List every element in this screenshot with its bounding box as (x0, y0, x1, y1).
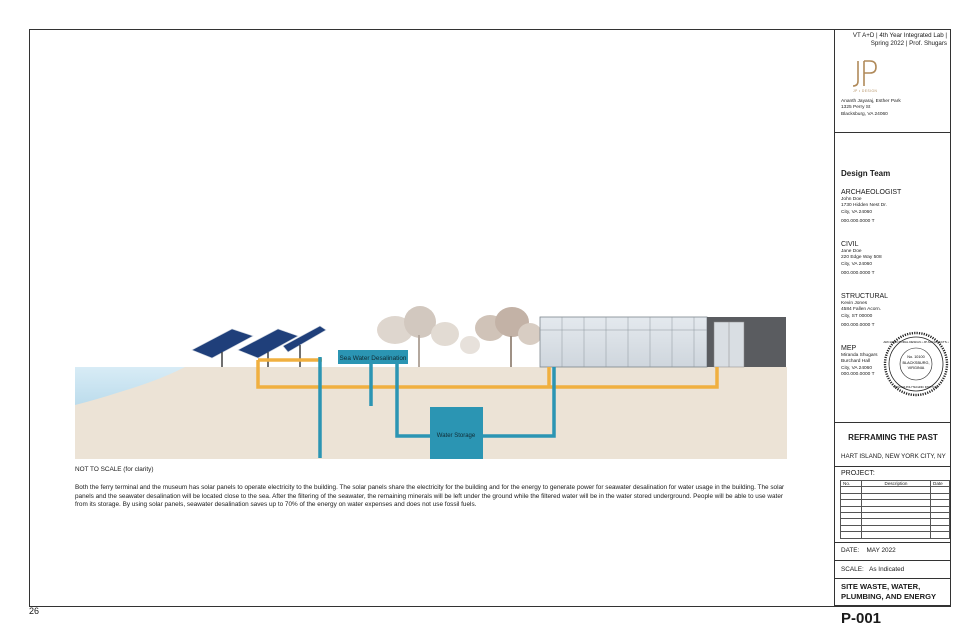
project-box (835, 423, 951, 467)
team-member-mep: MEP Miranda Shugars Burchard Hall City, … (841, 344, 921, 378)
desalination-unit (338, 350, 408, 364)
seal-ring-text: ARCHITECTURAL DESIGN • JP ARCHITECTS • (883, 340, 948, 344)
design-team-box (835, 133, 951, 423)
seal-state: VIRGINIA (908, 366, 925, 370)
firm-address: Ananth Jayaraj, Esther Park 1325 Perry S… (841, 99, 901, 118)
trees (377, 306, 542, 367)
museum-building (539, 316, 786, 368)
team-member-civil: CIVIL Jane Doe 220 Edge Way 508 City, VA… (841, 240, 921, 277)
firm-box: VT A+D | 4th Year Integrated Lab | Sprin… (835, 29, 951, 133)
table-row (840, 531, 950, 539)
sheet-number: P-001 (841, 610, 882, 627)
description-paragraph: Both the ferry terminal and the museum h… (75, 484, 785, 509)
team-member-archaeologist: ARCHAEOLOGIST John Doe 1730 Hidden Nest … (841, 188, 921, 225)
seal-number: No. 10100 (907, 355, 925, 359)
revision-box (835, 467, 951, 543)
date-box (835, 543, 951, 561)
table-row (840, 492, 950, 501)
water-storage-tank (430, 407, 483, 459)
member-phone: 000.000.0000 T (841, 371, 875, 377)
project-label: PROJECT: (841, 470, 875, 477)
member-city: City, VA 24060 (841, 365, 873, 371)
project-name: REFRAMING THE PAST (848, 433, 938, 442)
scale-label: SCALE: (841, 566, 864, 573)
seal-bottom-text: VIRGINIA POLYTECHNIC INSTITUTE (894, 385, 939, 389)
date-field: DATE: MAY 2022 (841, 547, 896, 554)
logo-subtitle: JP • DESIGN (853, 89, 878, 93)
member-name: Jane Doe (841, 249, 862, 254)
solar-panels (191, 325, 327, 367)
member-name: Miranda Shugars (841, 353, 878, 358)
page-number: 26 (29, 606, 40, 616)
sheet-title-box (835, 579, 951, 606)
site-section-diagram: Sea Water Desalination Water Storage (75, 306, 787, 459)
member-city: City, VA 24060 (841, 261, 873, 267)
rev-header-date: Date (930, 479, 950, 488)
member-phone: 000.000.0000 T (841, 322, 875, 328)
course-header: VT A+D | 4th Year Integrated Lab | Sprin… (852, 32, 947, 47)
project-location: HART ISLAND, NEW YORK CITY, NY (841, 453, 946, 460)
sea (75, 367, 185, 405)
firm-names: Ananth Jayaraj, Esther Park (841, 99, 901, 104)
date-label: DATE: (841, 547, 860, 554)
table-row (840, 486, 950, 494)
member-role: CIVIL (841, 241, 859, 248)
table-row (840, 505, 950, 513)
team-member-structural: STRUCTURAL Kevin Jones 4584 Fallen Acorn… (841, 292, 921, 329)
member-address: 1730 Hidden Nest Dr. (841, 203, 887, 209)
water-storage-label: Water Storage (437, 433, 476, 439)
member-role: MEP (841, 345, 857, 352)
member-city: City, ST 00000 (841, 313, 873, 319)
design-team-title: Design Team (841, 169, 891, 178)
scale-field: SCALE: As Indicated (841, 566, 904, 573)
seal-city: BLACKSBURG, (902, 361, 929, 365)
member-role: STRUCTURAL (841, 293, 889, 300)
scale-box (835, 561, 951, 579)
member-phone: 000.000.0000 T (841, 270, 875, 276)
title-block: VT A+D | 4th Year Integrated Lab | Sprin… (834, 29, 952, 627)
power-line (256, 358, 719, 389)
member-address: Burchard Hall (841, 359, 871, 365)
desalination-label: Sea Water Desalination (340, 355, 407, 362)
date-value: MAY 2022 (866, 547, 896, 554)
member-name: John Doe (841, 197, 862, 202)
architect-seal: No. 10100 BLACKSBURG, VIRGINIA ARCHITECT… (883, 331, 949, 397)
member-role: ARCHAEOLOGIST (841, 189, 902, 196)
member-city: City, VA 24060 (841, 209, 873, 215)
member-phone: 000.000.0000 T (841, 218, 875, 224)
firm-city: Blacksburg, VA 24060 (841, 111, 888, 117)
scale-value: As Indicated (869, 566, 905, 573)
member-address: 220 Edge Way 508 (841, 255, 882, 261)
jp-logo-icon (852, 60, 877, 87)
scale-note: NOT TO SCALE (for clarity) (75, 466, 154, 473)
member-address: 4584 Fallen Acorn. (841, 307, 882, 313)
revision-table: No. Description Date (840, 479, 950, 539)
sheet-title: SITE WASTE, WATER, PLUMBING, AND ENERGY (841, 582, 937, 601)
drawing-sheet-border (29, 29, 951, 607)
member-name: Kevin Jones (841, 301, 868, 306)
water-pipes (318, 357, 556, 458)
table-row: No. Description Date (840, 479, 950, 488)
firm-street: 1325 Perry St (841, 105, 871, 111)
table-row (840, 499, 950, 507)
